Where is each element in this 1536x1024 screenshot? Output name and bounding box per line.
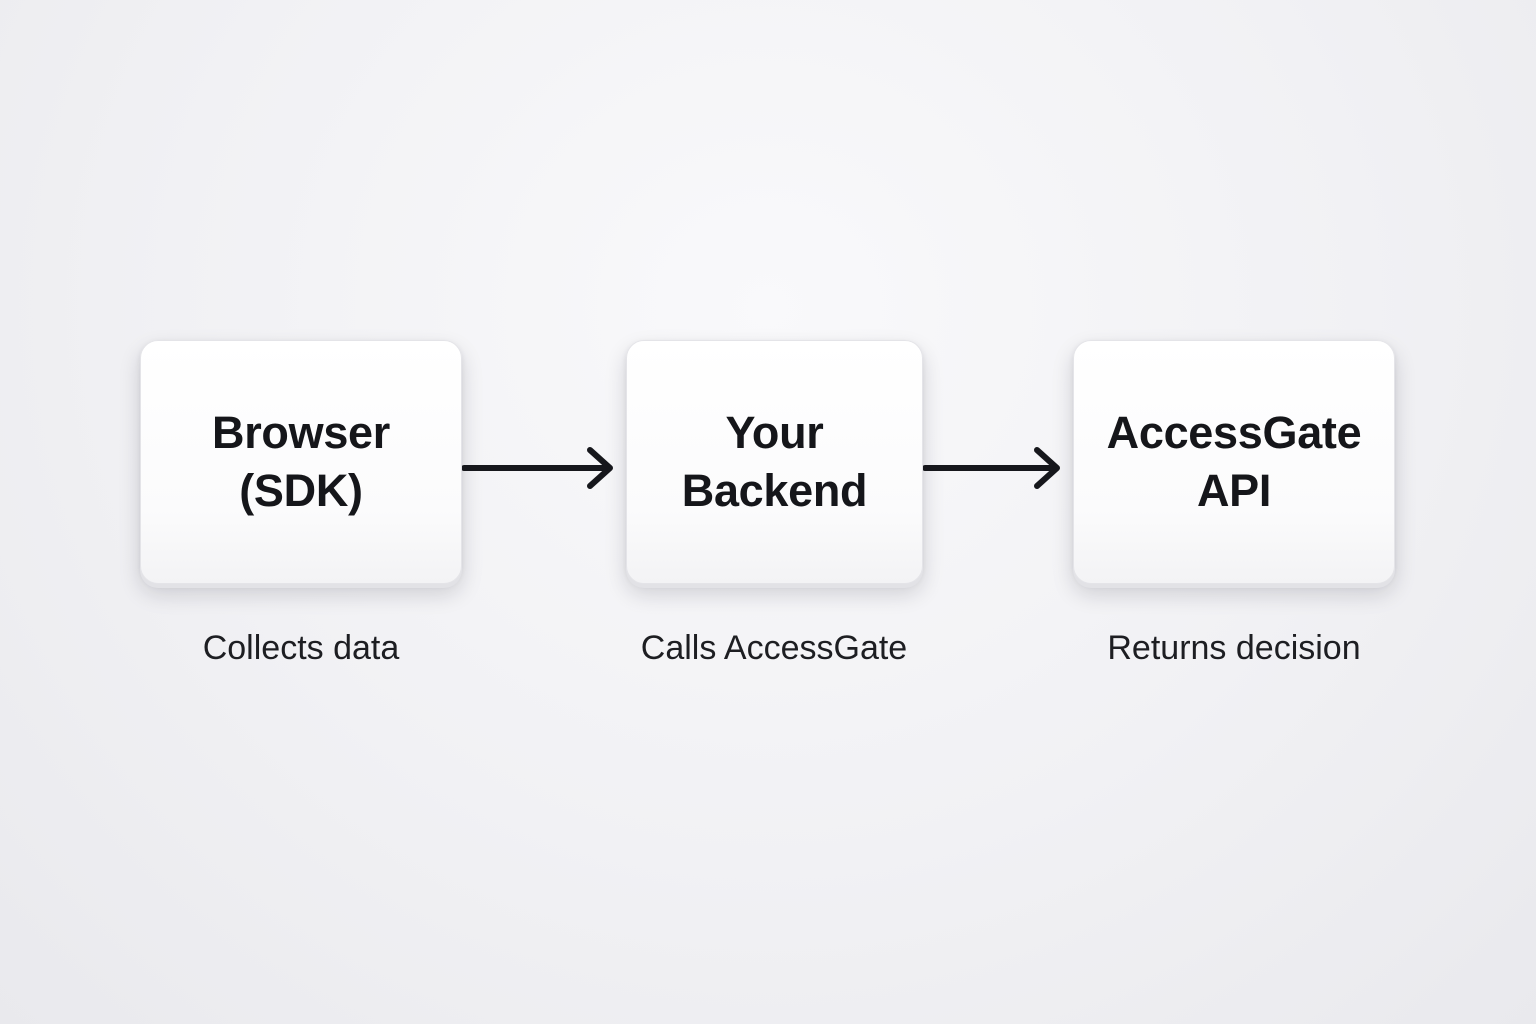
node-label-line: Browser (212, 407, 390, 458)
node-browser-sdk: Browser (SDK) (140, 340, 462, 584)
node-label-line: AccessGate (1106, 407, 1362, 458)
caption-calls-accessgate: Calls AccessGate (640, 629, 908, 667)
arrow-backend-to-api (923, 446, 1061, 490)
node-label: Browser (SDK) (212, 404, 390, 520)
arrow-browser-to-backend (462, 446, 614, 490)
node-label-line: API (1196, 465, 1272, 516)
node-label-line: (SDK) (239, 465, 363, 516)
caption-returns-decision: Returns decision (1107, 629, 1361, 667)
caption-collects-data: Collects data (202, 629, 400, 667)
node-accessgate-api: AccessGate API (1073, 340, 1395, 584)
node-label-line: Your (725, 407, 824, 458)
right-arrow-icon (462, 447, 613, 489)
node-label: Your Backend (681, 404, 868, 520)
right-arrow-icon (923, 447, 1060, 489)
node-label-line: Backend (681, 465, 868, 516)
node-label: AccessGate API (1107, 404, 1362, 520)
node-your-backend: Your Backend (626, 340, 923, 584)
